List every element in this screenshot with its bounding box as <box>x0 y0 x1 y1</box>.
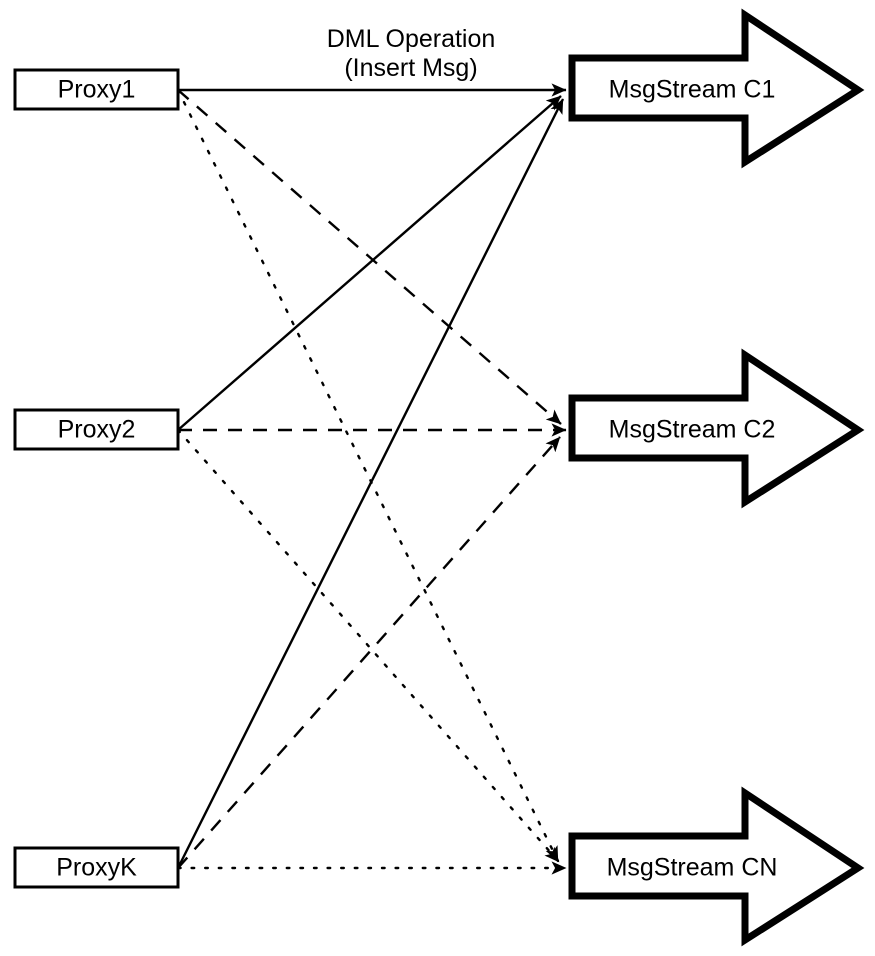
proxyk-box[interactable] <box>13 846 180 889</box>
proxy-node-proxy1[interactable]: Proxy1 <box>13 68 180 111</box>
connector-proxyk-to-c2[interactable] <box>177 436 561 869</box>
stream-node-cn[interactable]: MsgStream CN <box>568 786 865 947</box>
msgstream-c2-label: MsgStream C2 <box>609 416 776 444</box>
msgstream-c1-arrow-shape[interactable] <box>568 8 865 169</box>
connector-proxy1-to-c2[interactable] <box>177 89 562 425</box>
connector-proxy2-to-c1[interactable] <box>177 95 562 431</box>
stream-node-c1[interactable]: MsgStream C1 <box>568 8 865 169</box>
proxyk-label: ProxyK <box>56 854 137 882</box>
dml-operation-label-line1: DML Operation <box>327 25 496 53</box>
proxy1-box[interactable] <box>13 68 180 111</box>
connector-proxy1-to-cn[interactable] <box>176 88 560 863</box>
proxy-node-proxy2[interactable]: Proxy2 <box>13 408 180 451</box>
msgstream-c2-arrow-shape[interactable] <box>568 348 865 509</box>
proxy1-label: Proxy1 <box>58 76 136 104</box>
connector-proxyk-to-c1[interactable] <box>176 98 565 869</box>
msgstream-cn-label: MsgStream CN <box>607 854 778 882</box>
msgstream-c1-label: MsgStream C1 <box>609 76 776 104</box>
proxy2-box[interactable] <box>13 408 180 451</box>
proxy-node-proxyk[interactable]: ProxyK <box>13 846 180 889</box>
connector-proxy2-to-cn[interactable] <box>176 428 561 864</box>
dml-operation-label-line2: (Insert Msg) <box>344 54 477 82</box>
proxy2-label: Proxy2 <box>58 416 136 444</box>
stream-node-c2[interactable]: MsgStream C2 <box>568 348 865 509</box>
msgstream-cn-arrow-shape[interactable] <box>568 786 865 947</box>
